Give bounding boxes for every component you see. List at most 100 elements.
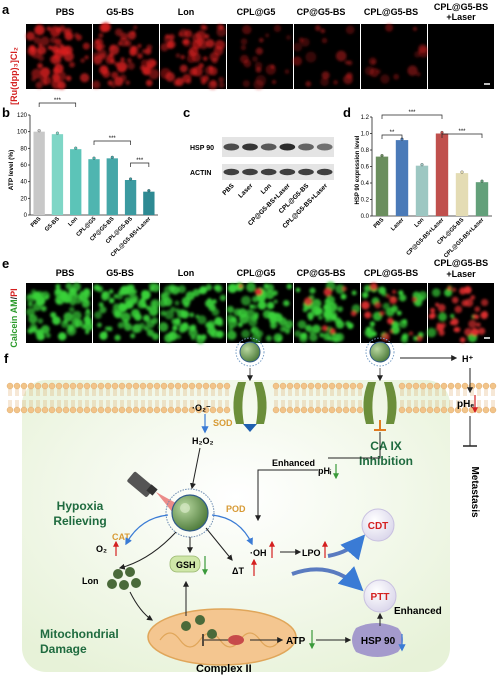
y-tick-label: 0.8: [361, 148, 370, 154]
sod-label: SOD: [213, 418, 233, 428]
x-tick-label-1: G5-BS: [44, 216, 61, 233]
hsp90-blob: HSP 90: [352, 623, 403, 657]
data-point-3: [92, 156, 96, 160]
red-image-6: [428, 24, 494, 89]
panel-e-label-last-line2: +Laser: [446, 269, 476, 279]
significance-bracket-2: [130, 162, 150, 167]
significance-bracket-1: [93, 140, 131, 145]
hsp90-band-5: [316, 143, 333, 151]
panel-a-column-label-4: CP@G5-BS: [297, 7, 346, 17]
green-image-3: [226, 282, 294, 344]
y-tick-label: 80: [20, 146, 27, 152]
significance-label-1: ***: [109, 136, 117, 142]
hsp90-band-1: [242, 143, 258, 151]
bar-3: [88, 159, 100, 215]
panel-e-column-label-3: CPL@G5: [237, 268, 276, 278]
significance-bracket-2: [441, 133, 483, 138]
panel-a-column-label-2: Lon: [178, 7, 195, 17]
ptt-label: PTT: [371, 592, 390, 603]
bar-1: [51, 134, 64, 215]
cat-label: CAT: [112, 532, 130, 542]
red-image-1: [92, 22, 160, 89]
significance-label-2: ***: [458, 129, 466, 135]
data-point-6: [147, 189, 151, 193]
o2-label: O₂: [96, 544, 107, 554]
enhanced-label-2: Enhanced: [394, 606, 442, 617]
red-image-2: [160, 24, 227, 90]
panel-label-e: e: [2, 256, 9, 271]
caix-label: CA IX: [370, 439, 402, 453]
panel-a-label-last-line2: +Laser: [446, 12, 476, 22]
hplus-label: H⁺: [462, 354, 473, 364]
significance-label-2: ***: [136, 158, 144, 164]
panel-e-fluorescence-images: [26, 281, 494, 345]
bar-5: [475, 182, 489, 216]
panel-e-column-label-4: CP@G5-BS: [297, 268, 346, 278]
panel-label-f: f: [4, 351, 9, 366]
gsh-label: GSH: [176, 560, 196, 570]
actin-band-3: [279, 168, 296, 176]
actin-band-4: [298, 168, 314, 176]
superoxide-label: ·O₂⁻: [192, 403, 211, 413]
blot-lane-label-1: Laser: [237, 182, 255, 200]
significance-bracket-0: [381, 134, 403, 139]
pod-label: POD: [226, 504, 246, 514]
x-tick-label-0: PBS: [30, 216, 43, 229]
inhibition-label: Inhibition: [359, 454, 413, 468]
data-point-4: [460, 170, 464, 174]
bar-3: [435, 133, 449, 216]
hsp90-band-4: [298, 143, 314, 151]
blot-label-actin: ACTIN: [190, 170, 211, 177]
blot-lane-label-0: PBS: [221, 182, 236, 197]
red-image-4: [292, 24, 360, 89]
hsp90-band-3: [279, 143, 296, 151]
phi-label: pHᵢ: [318, 466, 332, 476]
lpo-label: LPO: [302, 548, 321, 558]
y-tick-label: 0.2: [361, 198, 370, 204]
cdt-label: CDT: [368, 521, 389, 532]
panel-d-ylabel: HSP 90 expression level: [355, 135, 361, 204]
red-image-0: [25, 24, 92, 90]
green-image-2: [158, 283, 227, 345]
atp-label: ATP: [286, 636, 306, 647]
h2o2-label: H₂O₂: [192, 436, 214, 446]
bar-0: [33, 131, 45, 215]
panel-label-c: c: [183, 105, 190, 120]
panel-label-b: b: [2, 105, 10, 120]
y-tick-label: 40: [20, 180, 27, 186]
red-image-5: [361, 23, 429, 89]
data-point-0: [380, 154, 384, 158]
panel-e-column-label-1: G5-BS: [106, 268, 134, 278]
complex-ii-label: Complex II: [196, 663, 252, 675]
data-point-2: [74, 146, 78, 150]
cell-background: [22, 380, 450, 672]
actin-band-0: [223, 168, 240, 176]
y-tick-label: 60: [20, 163, 27, 169]
panel-label-d: d: [343, 105, 351, 120]
x-tick-label-5: CPL@G5-BS+Laser: [443, 217, 486, 260]
x-tick-label-2: Lon: [414, 217, 426, 229]
bar-5: [124, 180, 137, 215]
hypoxia-label: Hypoxia: [57, 499, 104, 513]
panel-a-stain-label: [Ru(dpp)₃]Cl₂: [9, 47, 19, 105]
blot-lane-label-2: Lon: [260, 182, 273, 195]
panel-a-fluorescence-images: [25, 22, 494, 90]
bar-6: [143, 191, 155, 215]
relieving-label: Relieving: [53, 514, 106, 528]
significance-label-0: **: [390, 130, 395, 136]
stain-slash: /: [9, 296, 19, 299]
x-tick-label-0: PBS: [373, 217, 386, 230]
data-point-2: [420, 163, 424, 167]
bar-1: [395, 140, 409, 216]
actin-band-2: [260, 168, 277, 176]
panel-e-column-label-5: CPL@G5-BS: [364, 268, 418, 278]
panel-e-label-last-line1: CPL@G5-BS: [434, 258, 488, 268]
blot-strip-hsp90: [222, 137, 334, 157]
phe-label: pHₑ: [457, 399, 474, 410]
gsh-box: [169, 555, 201, 573]
panel-e-column-label-0: PBS: [56, 268, 75, 278]
